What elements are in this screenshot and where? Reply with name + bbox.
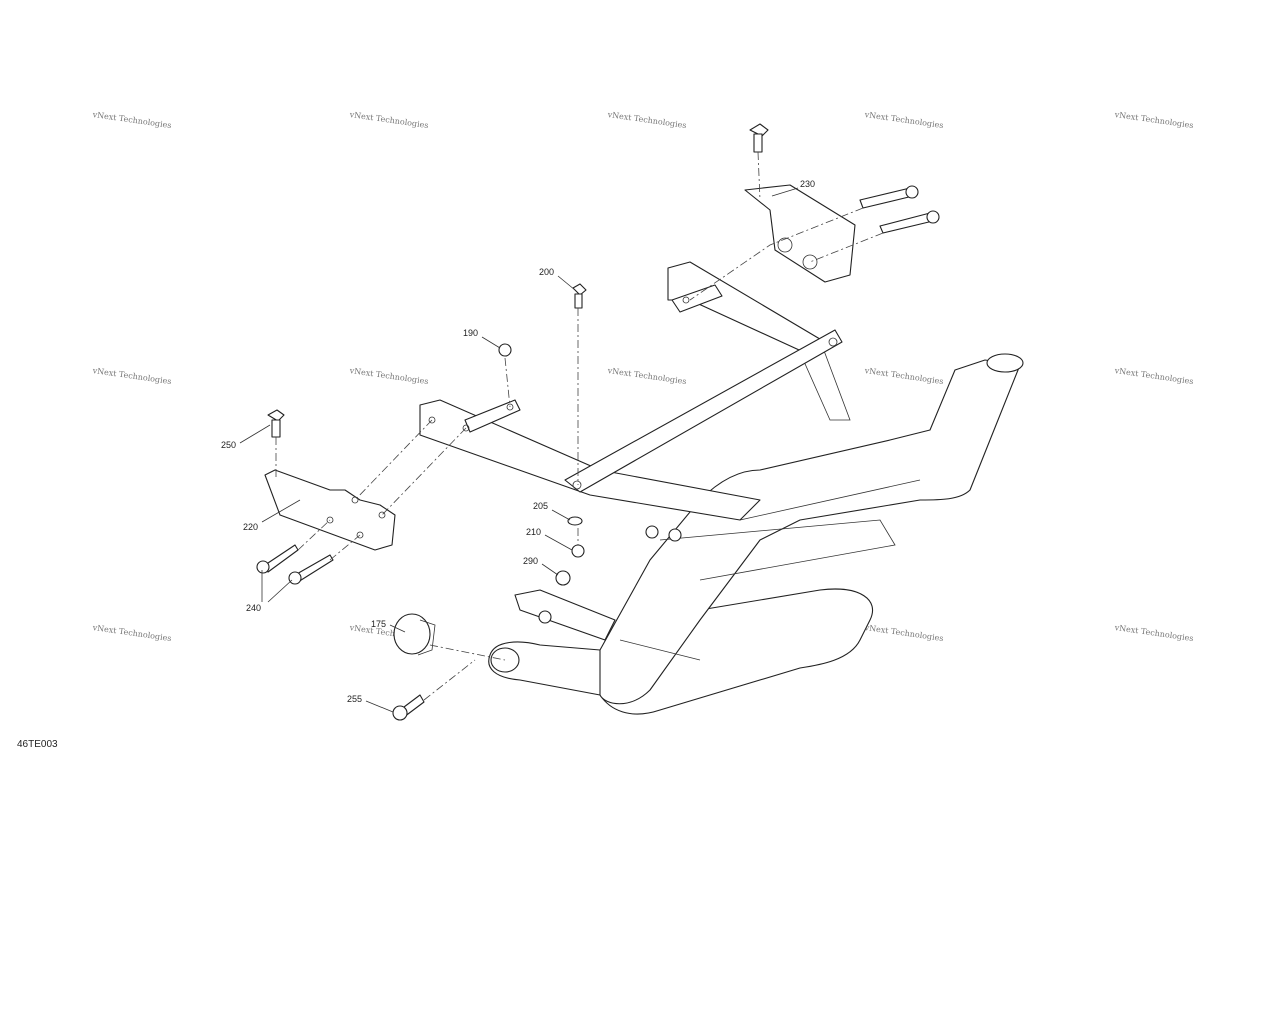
callout-200[interactable]: 200 bbox=[539, 267, 554, 277]
watermark: vNext Technologies bbox=[348, 366, 429, 386]
watermark: vNext Technologies bbox=[863, 623, 944, 643]
callout-205[interactable]: 205 bbox=[533, 501, 548, 511]
callout-290[interactable]: 290 bbox=[523, 556, 538, 566]
watermark: vNext Technologies bbox=[1113, 623, 1194, 643]
center-lines bbox=[275, 151, 884, 701]
watermark: vNext Technologies bbox=[1113, 366, 1194, 386]
bracket-220 bbox=[256, 409, 396, 585]
callout-220[interactable]: 220 bbox=[243, 522, 258, 532]
callout-240[interactable]: 240 bbox=[246, 603, 261, 613]
watermark: vNext Technologies bbox=[606, 366, 687, 386]
callout-250[interactable]: 250 bbox=[221, 440, 236, 450]
watermark: vNext Technologies bbox=[1113, 110, 1194, 130]
watermark: vNext Technologies bbox=[606, 110, 687, 130]
callout-210[interactable]: 210 bbox=[526, 527, 541, 537]
watermarks: vNext Technologies vNext Technologies vNex… bbox=[91, 110, 1194, 643]
watermark: vNext Technologies bbox=[91, 623, 172, 643]
watermark: vNext Technologies bbox=[863, 110, 944, 130]
callout-190[interactable]: 190 bbox=[463, 328, 478, 338]
bumper-frame bbox=[488, 329, 1024, 715]
watermark: vNext Technologies bbox=[863, 366, 944, 386]
bracket-230 bbox=[744, 123, 940, 283]
callout-230[interactable]: 230 bbox=[800, 179, 815, 189]
cross-member bbox=[419, 261, 843, 521]
leader-lines bbox=[239, 187, 799, 713]
callouts: 230 200 190 250 220 240 205 210 290 175 … bbox=[221, 179, 815, 704]
watermark: vNext Technologies bbox=[348, 110, 429, 130]
diagram-id: 46TE003 bbox=[17, 739, 58, 750]
callout-175[interactable]: 175 bbox=[371, 619, 386, 629]
watermark: vNext Technologies bbox=[91, 366, 172, 386]
callout-255[interactable]: 255 bbox=[347, 694, 362, 704]
watermark: vNext Technologies bbox=[91, 110, 172, 130]
hardware bbox=[392, 283, 682, 721]
